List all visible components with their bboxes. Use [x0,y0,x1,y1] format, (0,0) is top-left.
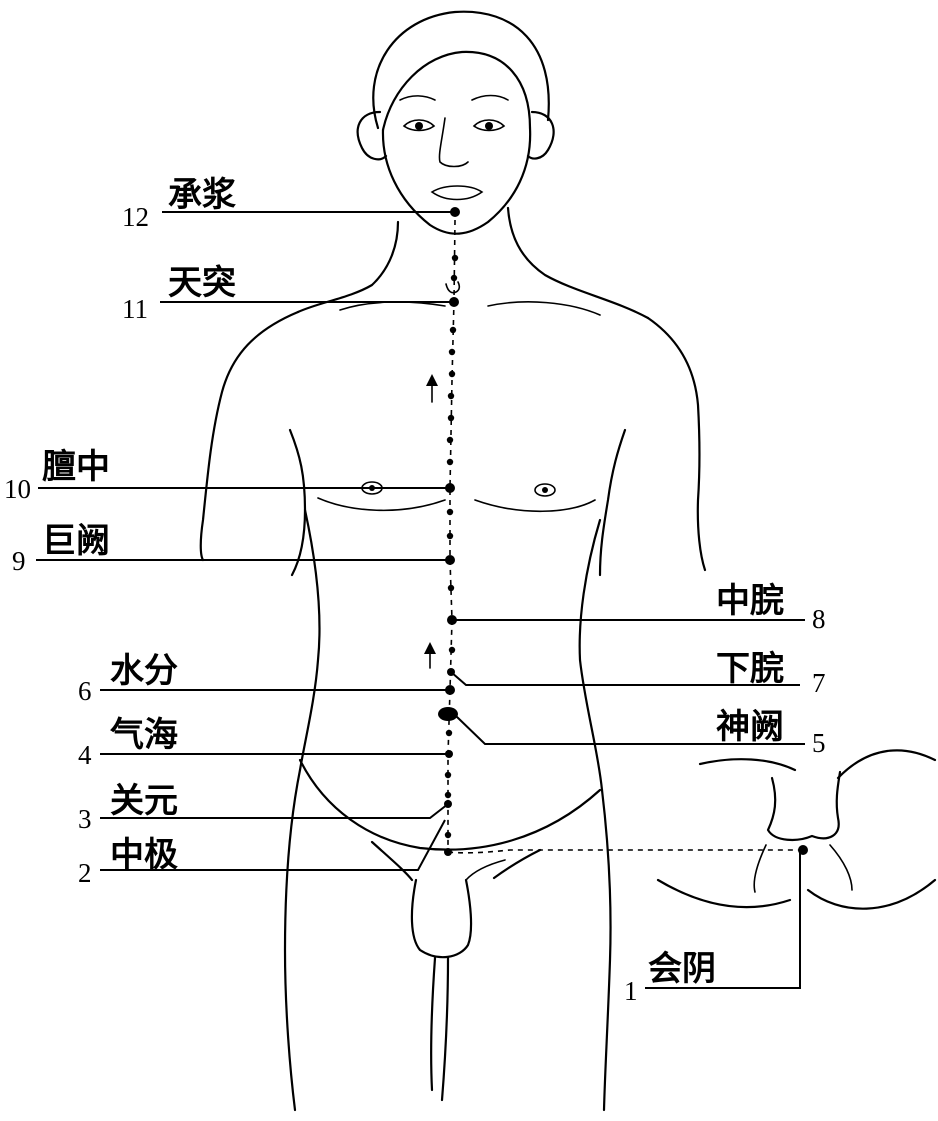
point-number-9: 9 [12,546,26,576]
acupoint-danzhong [445,483,455,493]
acupoint-xiawan [447,668,455,676]
acupoint-chengjiang [450,207,460,217]
leader-line-xiawan [450,671,800,686]
point-number-4: 4 [78,740,92,770]
ren-meridian-path [424,219,805,854]
point-number-12: 12 [122,202,149,232]
face-features [399,94,509,201]
point-number-11: 11 [122,294,148,324]
acupoint-juque [445,555,455,565]
point-label-zhongji: 中极 [110,835,178,875]
point-label-zhongwan: 中脘 [716,581,784,621]
point-number-5: 5 [812,728,826,758]
point-label-xiawan: 下脘 [716,649,784,689]
point-number-8: 8 [812,604,826,634]
head-outline [356,10,555,235]
point-number-2: 2 [78,858,92,888]
upward-arrow-icon [426,374,438,386]
torso-outline [199,206,707,792]
point-number-10: 10 [4,474,31,504]
tiantu-hook-icon [445,281,461,294]
point-label-tiantu: 天突 [168,263,236,303]
meridian-dots [444,254,459,839]
leader-line-shenque [455,715,805,745]
point-label-chengjiang: 承浆 [168,175,236,215]
point-number-7: 7 [812,668,826,698]
leader-line-guanyuan [100,803,449,819]
point-number-3: 3 [78,804,92,834]
point-number-6: 6 [78,676,92,706]
point-label-shenque: 神阙 [716,707,784,747]
acupoint-zhongji [444,848,452,856]
upward-arrow-icon [424,642,436,654]
point-label-shuifen: 水分 [110,651,178,691]
perineum-inset [656,749,937,910]
acupoint-guanyuan [444,800,452,808]
point-label-danzhong: 膻中 [42,447,110,487]
point-label-huiyin: 会阴 [648,949,716,989]
acupoint-shenque [438,707,458,721]
point-label-guanyuan: 关元 [110,781,178,821]
point-number-1: 1 [624,976,638,1006]
acupoint-shuifen [445,685,455,695]
acupoint-qihai [445,750,453,758]
leader-line-zhongji [100,819,446,871]
leader-line-huiyin [645,850,801,989]
acupoint-zhongwan [447,615,457,625]
acupoint-tiantu [449,297,459,307]
acupoint-huiyin [798,845,808,855]
point-label-qihai: 气海 [109,715,178,755]
point-label-juque: 巨阙 [42,521,110,561]
